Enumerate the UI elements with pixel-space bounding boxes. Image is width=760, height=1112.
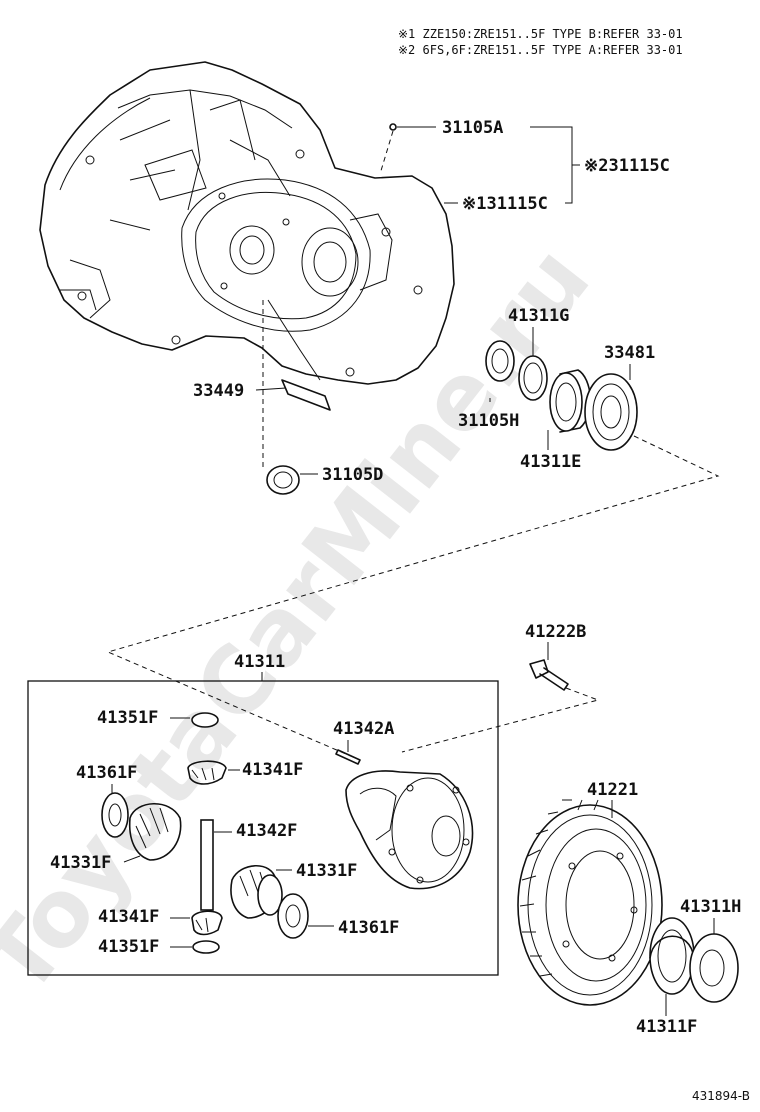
plate-33449-drawing — [281, 379, 331, 411]
bolt-41222B-drawing — [529, 659, 569, 691]
label-31105D[interactable]: 31105D — [322, 465, 383, 485]
note-2: ※2 6FS,6F:ZRE151..5F TYPE A:REFER 33-01 — [398, 43, 683, 57]
label-31115C-type2[interactable]: ※231115C — [584, 156, 670, 176]
label-41341F-top[interactable]: 41341F — [242, 760, 303, 780]
label-41221[interactable]: 41221 — [587, 780, 638, 800]
label-41351F-top[interactable]: 41351F — [97, 708, 158, 728]
label-41341F-bottom[interactable]: 41341F — [98, 907, 159, 927]
label-41311[interactable]: 41311 — [234, 652, 285, 672]
label-33449[interactable]: 33449 — [193, 381, 244, 401]
label-41351F-bottom[interactable]: 41351F — [98, 937, 159, 957]
bearing-41311F-41311H-drawing — [649, 917, 739, 1003]
seal-31105D-drawing — [266, 465, 300, 495]
label-31115C-type1[interactable]: ※131115C — [462, 194, 548, 214]
plug-31105A-drawing — [389, 123, 397, 131]
ring-gear-41221-drawing — [517, 799, 663, 1006]
label-41311F[interactable]: 41311F — [636, 1017, 697, 1037]
label-41311H[interactable]: 41311H — [680, 897, 741, 917]
label-41222B[interactable]: 41222B — [525, 622, 586, 642]
label-41331F-left[interactable]: 41331F — [50, 853, 111, 873]
subassembly-41311-box — [27, 680, 499, 976]
label-41342F[interactable]: 41342F — [236, 821, 297, 841]
label-41342A[interactable]: 41342A — [333, 719, 394, 739]
transaxle-housing-drawing — [39, 61, 455, 385]
label-33481[interactable]: 33481 — [604, 343, 655, 363]
label-31105A[interactable]: 31105A — [442, 118, 503, 138]
differential-internals-drawing — [101, 712, 474, 954]
figure-id: 431894-B — [692, 1089, 750, 1103]
label-31105H[interactable]: 31105H — [458, 411, 519, 431]
label-41361F-left[interactable]: 41361F — [76, 763, 137, 783]
label-41361F-right[interactable]: 41361F — [338, 918, 399, 938]
label-41331F-right[interactable]: 41331F — [296, 861, 357, 881]
label-41311G[interactable]: 41311G — [508, 306, 569, 326]
note-1: ※1 ZZE150:ZRE151..5F TYPE B:REFER 33-01 — [398, 27, 683, 41]
label-41311E[interactable]: 41311E — [520, 452, 581, 472]
